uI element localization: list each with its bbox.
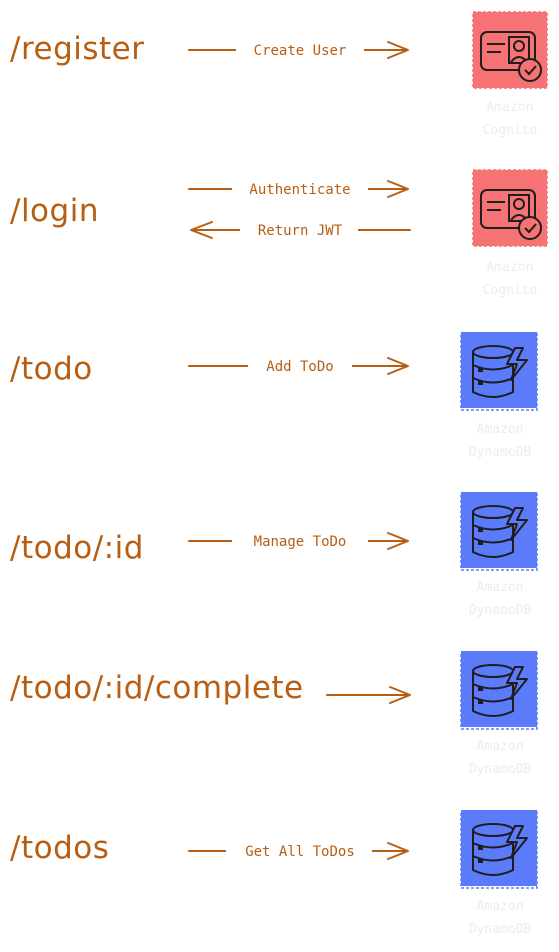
dynamodb-icon — [457, 490, 541, 574]
dynamodb-icon — [457, 808, 541, 892]
service-caption: Amazon DynamoDB — [468, 899, 532, 937]
edge-complete — [326, 683, 414, 707]
edge-return-jwt: Return JWT — [188, 218, 412, 242]
edge-label: Authenticate — [249, 182, 350, 198]
route-todos: /todos — [10, 830, 110, 866]
edge-add-todo: Add ToDo — [188, 354, 412, 378]
service-caption: Amazon DynamoDB — [468, 580, 532, 618]
cognito-icon — [471, 168, 549, 248]
edge-label: Get All ToDos — [245, 844, 355, 860]
route-register: /register — [10, 31, 145, 67]
service-caption: Amazon DynamoDB — [468, 422, 532, 460]
edge-label: Add ToDo — [266, 359, 333, 375]
route-todo-id-complete: /todo/:id/complete — [10, 670, 304, 706]
service-caption: Amazon DynamoDB — [468, 739, 532, 777]
edge-create-user: Create User — [188, 38, 412, 62]
dynamodb-icon — [457, 330, 541, 414]
route-todo-id: /todo/:id — [10, 530, 144, 566]
edge-label: Manage ToDo — [254, 534, 347, 550]
service-caption: Amazon Cognito — [482, 260, 538, 298]
cognito-icon — [471, 10, 549, 90]
route-todo: /todo — [10, 351, 93, 387]
route-login: /login — [10, 193, 99, 229]
edge-authenticate: Authenticate — [188, 177, 412, 201]
edge-manage-todo: Manage ToDo — [188, 529, 412, 553]
dynamodb-icon — [457, 649, 541, 733]
service-caption: Amazon Cognito — [482, 100, 538, 138]
edge-get-all-todos: Get All ToDos — [188, 839, 412, 863]
edge-label: Create User — [254, 43, 347, 59]
edge-label: Return JWT — [258, 223, 343, 239]
